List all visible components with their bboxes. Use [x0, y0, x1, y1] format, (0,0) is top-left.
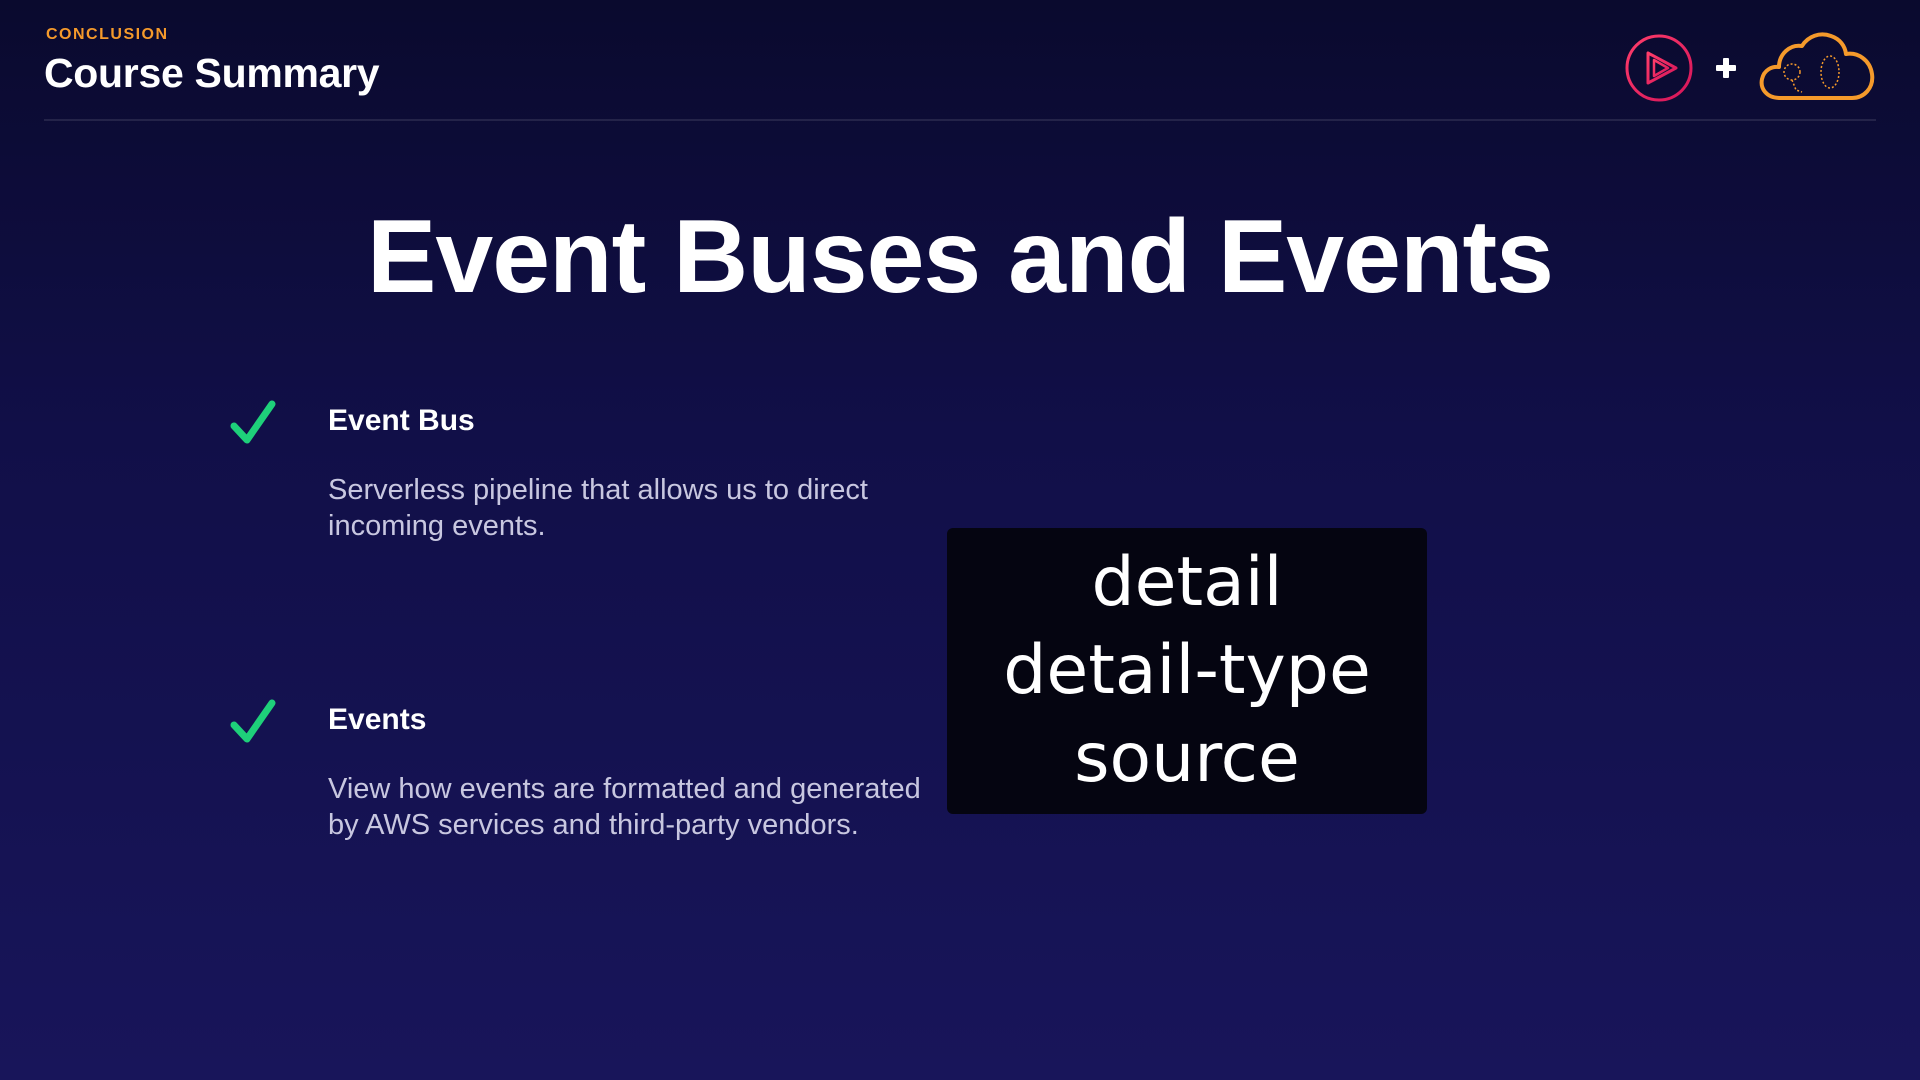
pluralsight-play-icon [1625, 34, 1693, 102]
header-title: Course Summary [44, 50, 380, 96]
header-divider [44, 119, 1876, 121]
item-heading: Event Bus [328, 404, 475, 437]
aws-cloud-icon [1759, 32, 1875, 100]
event-fields-box: detail detail-type source [947, 528, 1427, 814]
checkmark-icon [230, 400, 276, 444]
item-description: View how events are formatted and genera… [328, 773, 921, 841]
item-heading: Events [328, 703, 427, 736]
item-description: Serverless pipeline that allows us to di… [328, 474, 868, 542]
code-line-detail-type: detail-type [1003, 631, 1371, 710]
code-line-detail: detail [1091, 543, 1283, 622]
logos [1624, 30, 1876, 106]
header-eyebrow: CONCLUSION [46, 26, 169, 43]
slide-title: Event Buses and Events [367, 199, 1554, 315]
checkmark-icon [230, 699, 276, 743]
code-line-source: source [1074, 719, 1300, 798]
plus-icon [1716, 58, 1736, 78]
